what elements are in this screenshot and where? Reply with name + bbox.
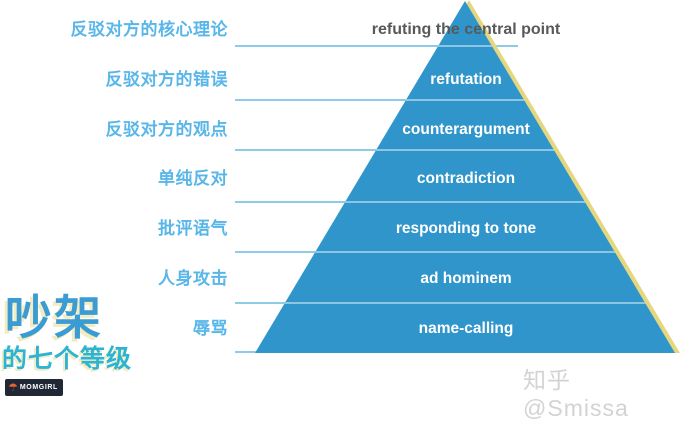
level-label-en-5: responding to tone <box>395 220 537 237</box>
level-label-en-1: refuting the central point <box>371 21 561 38</box>
pyramid <box>253 0 681 353</box>
level-label-zh-3: 反驳对方的观点 <box>105 120 228 139</box>
momgirl-logo: ☂ MOMGIRL <box>5 379 63 396</box>
level-divider-line-1 <box>235 45 518 47</box>
level-label-zh-7: 辱骂 <box>193 319 228 338</box>
pyramid-separator-6 <box>255 302 675 304</box>
umbrella-icon: ☂ <box>8 381 18 394</box>
level-label-zh-5: 批评语气 <box>158 219 228 238</box>
zhihu-watermark: 知乎 @Smissa <box>523 367 629 421</box>
pyramid-separator-2 <box>255 99 675 101</box>
level-label-zh-1: 反驳对方的核心理论 <box>70 20 228 39</box>
momgirl-logo-text: MOMGIRL <box>19 384 58 391</box>
level-label-en-7: name-calling <box>418 320 514 337</box>
level-label-en-3: counterargument <box>402 121 530 138</box>
pyramid-separator-3 <box>255 149 675 151</box>
level-label-zh-6: 人身攻击 <box>158 269 228 288</box>
level-label-zh-2: 反驳对方的错误 <box>105 70 228 89</box>
level-divider-line-3 <box>235 149 470 151</box>
level-label-en-2: refutation <box>430 71 502 88</box>
pyramid-separator-5 <box>255 251 675 253</box>
level-label-en-4: contradiction <box>416 170 516 187</box>
pyramid-separator-4 <box>255 201 675 203</box>
level-label-zh-4: 单纯反对 <box>158 169 228 188</box>
page-title: 吵架 <box>5 291 103 344</box>
level-divider-line-2 <box>235 99 470 101</box>
level-label-en-6: ad hominem <box>420 270 512 287</box>
pyramid-separator-1 <box>255 45 675 47</box>
page-subtitle: 的七个等级 <box>2 345 133 373</box>
